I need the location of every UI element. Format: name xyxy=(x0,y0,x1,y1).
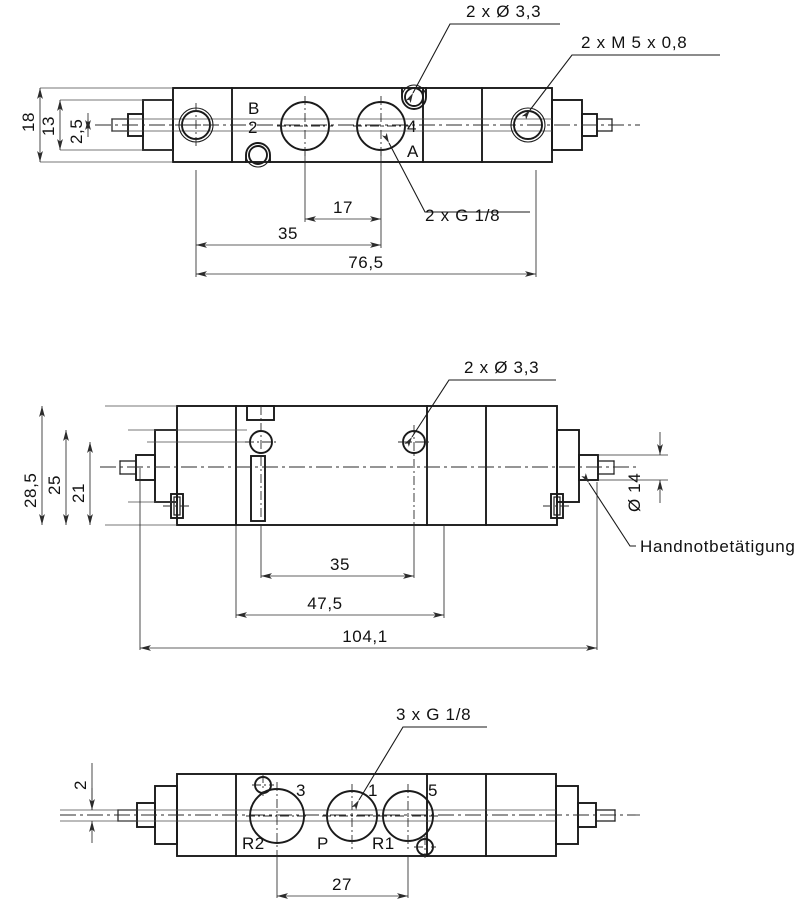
port-label-P: P xyxy=(317,834,329,853)
port-label-3: 3 xyxy=(296,781,306,800)
dim-18-label: 18 xyxy=(19,112,38,132)
callout-handnotbetaetigung-label: Handnotbetätigung xyxy=(640,537,796,556)
callout-2x-g18-top-label: 2 x G 1/8 xyxy=(425,206,500,225)
dim-47-5-label: 47,5 xyxy=(307,594,343,613)
top-view: 18 13 2,5 17 35 76,5 xyxy=(19,2,720,277)
bottom-view-dim-2: 2 xyxy=(71,763,95,843)
port-label-B: B xyxy=(248,99,260,118)
callout-2x-g18-top: 2 x G 1/8 xyxy=(381,132,530,225)
callout-handnotbetaetigung: Handnotbetätigung xyxy=(581,473,796,556)
dim-27-label: 27 xyxy=(332,875,352,894)
callout-2x-dia-3-3-top-label: 2 x Ø 3,3 xyxy=(466,2,541,21)
bottom-view-dim-27: 27 xyxy=(276,856,409,899)
callout-2x-m5-top: 2 x M 5 x 0,8 xyxy=(521,33,720,120)
side-view: 28,5 25 21 Ø 14 35 47,5 xyxy=(21,358,796,651)
callout-2x-dia-3-3-side: 2 x Ø 3,3 xyxy=(404,358,556,447)
dim-28-5-label: 28,5 xyxy=(21,473,40,509)
callout-2x-dia-3-3-side-label: 2 x Ø 3,3 xyxy=(464,358,539,377)
dim-21-label: 21 xyxy=(69,483,88,503)
dim-25-label: 25 xyxy=(45,475,64,495)
port-label-4: 4 xyxy=(407,117,417,136)
dim-104-1-label: 104,1 xyxy=(342,627,388,646)
port-label-1: 1 xyxy=(368,781,378,800)
top-view-body-outline xyxy=(40,87,613,163)
port-label-A: A xyxy=(407,142,419,161)
bottom-view: 3 1 5 R2 P R1 2 27 3 x G 1/8 xyxy=(60,705,640,899)
dim-dia-14-label: Ø 14 xyxy=(625,473,644,512)
side-view-body-outline xyxy=(105,405,615,526)
dim-35-side-label: 35 xyxy=(330,555,350,574)
side-view-dia-14-dimension: Ø 14 xyxy=(598,432,668,512)
top-view-vertical-dimensions: 18 13 2,5 xyxy=(19,88,91,162)
port-label-R2: R2 xyxy=(242,834,265,853)
port-label-R1: R1 xyxy=(372,834,395,853)
port-label-5: 5 xyxy=(428,781,438,800)
top-view-horizontal-dimensions: 17 35 76,5 xyxy=(195,150,537,277)
dim-2-label: 2 xyxy=(71,780,90,790)
dim-2-5-label: 2,5 xyxy=(67,119,86,144)
port-label-2: 2 xyxy=(248,118,258,137)
top-view-ports xyxy=(175,84,546,168)
callout-2x-dia-3-3-top: 2 x Ø 3,3 xyxy=(405,2,560,104)
side-view-horizontal-dimensions: 35 47,5 104,1 xyxy=(139,468,598,651)
side-view-holes xyxy=(245,406,430,525)
dim-13-label: 13 xyxy=(39,116,58,136)
dim-76-5-label: 76,5 xyxy=(348,253,384,272)
side-view-vertical-dimensions: 28,5 25 21 xyxy=(21,406,93,525)
dim-17-label: 17 xyxy=(333,198,353,217)
callout-2x-m5-top-label: 2 x M 5 x 0,8 xyxy=(581,33,687,52)
dim-35-label: 35 xyxy=(278,224,298,243)
callout-3x-g18-bottom-label: 3 x G 1/8 xyxy=(396,705,471,724)
bottom-view-ports xyxy=(246,774,438,858)
callout-3x-g18-bottom: 3 x G 1/8 xyxy=(351,705,487,810)
